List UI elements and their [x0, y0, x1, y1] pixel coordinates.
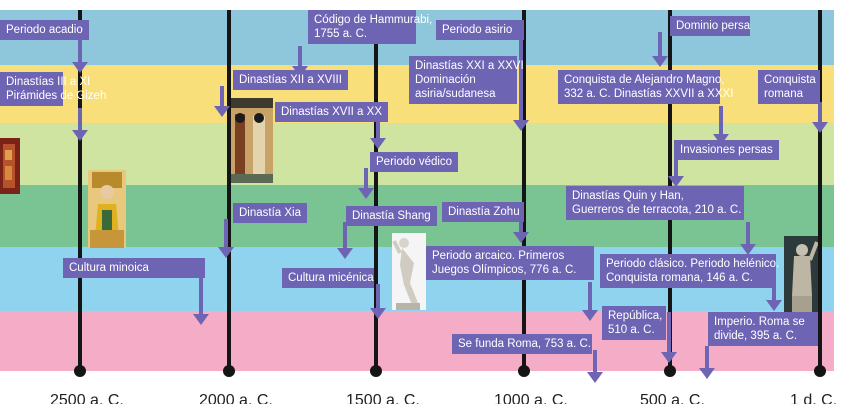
- event-label-periodo-asirio: Periodo asirio: [436, 20, 524, 40]
- band-pink: [0, 311, 834, 371]
- event-label-conquista-alejandro: Conquista de Alejandro Magno, 332 a. C. D…: [558, 70, 734, 104]
- event-label-line: Dominación: [415, 74, 476, 86]
- event-label-line: Periodo acadio: [6, 24, 83, 36]
- event-label-line: Cultura minoica: [69, 262, 149, 274]
- axis-line: [78, 10, 82, 372]
- event-label-cultura-micenica: Cultura micénica: [282, 268, 374, 288]
- event-label-line: Periodo clásico. Periodo helénico.: [606, 258, 780, 270]
- event-label-line: Dinastías III a XI: [6, 76, 91, 88]
- event-label-line: Conquista de Alejandro Magno,: [564, 74, 725, 86]
- event-label-line: divide, 395 a. C.: [714, 330, 798, 342]
- event-label-line: Dinastía Zohu: [448, 206, 520, 218]
- event-label-dinastia-xia: Dinastía Xia: [233, 203, 308, 223]
- axis-tick-label: 1500 a. C.: [346, 392, 420, 404]
- axis-line: [522, 10, 526, 372]
- axis-tick-label: 500 a. C.: [640, 392, 705, 404]
- axis-dot: [223, 365, 235, 377]
- axis-dot: [74, 365, 86, 377]
- axis-line: [227, 10, 231, 372]
- event-label-line: Periodo asirio: [442, 24, 513, 36]
- event-label-line: Periodo védico: [376, 156, 453, 168]
- event-label-line: Invasiones persas: [680, 144, 773, 156]
- event-label-dinastia-shang: Dinastía Shang: [346, 206, 437, 226]
- event-label-line: República,: [608, 310, 663, 322]
- event-label-line: Cultura micénica: [288, 272, 374, 284]
- event-label-line: Dinastías XVII a XX: [281, 106, 382, 118]
- event-label-line: Conquista: [764, 74, 816, 86]
- event-label-imperio-roma: Imperio. Roma se divide, 395 a. C.: [708, 312, 818, 346]
- event-label-line: Dominio persa: [676, 20, 751, 32]
- axis-line: [818, 10, 822, 372]
- event-label-line: Dinastías Quin y Han,: [572, 190, 684, 202]
- event-label-line: 332 a. C. Dinastías XXVII a XXXI: [564, 88, 734, 100]
- augustus-statue-icon: [784, 236, 820, 312]
- axis-tick-label: 1000 a. C.: [494, 392, 568, 404]
- egyptian-mural-icon: [229, 98, 273, 183]
- event-label-line: asiria/sudanesa: [415, 88, 496, 100]
- axis-line: [374, 10, 378, 372]
- event-label-republica: República, 510 a. C.: [602, 306, 666, 340]
- mesopotamian-art-icon: [0, 138, 20, 194]
- axis-tick-label: 1 d. C.: [790, 392, 838, 404]
- event-label-line: 1755 a. C.: [314, 28, 368, 40]
- event-label-line: Dinastía Xia: [239, 207, 302, 219]
- event-label-line: Dinastías XII a XVIII: [239, 74, 342, 86]
- event-label-line: Periodo arcaico. Primeros: [432, 250, 565, 262]
- axis-dot: [370, 365, 382, 377]
- axis-dot: [518, 365, 530, 377]
- event-label-codigo-hammurabi: Código de Hammurabi, 1755 a. C.: [308, 10, 433, 44]
- event-label-dinastias-iii-xi: Dinastías III a XI Pirámides de Gizeh: [0, 72, 107, 106]
- event-label-line: Dinastías XXI a XXVI: [415, 60, 524, 72]
- event-label-line: Dinastía Shang: [352, 210, 431, 222]
- event-label-dinastias-xxi-xxvi: Dinastías XXI a XXVI Dominación asiria/sud…: [409, 56, 524, 104]
- event-label-line: 510 a. C.: [608, 324, 655, 336]
- discobolus-statue-icon: [392, 233, 426, 310]
- event-label-dominio-persa: Dominio persa: [670, 16, 750, 36]
- axis-tick-label: 2500 a. C.: [50, 392, 124, 404]
- event-label-line: Imperio. Roma se: [714, 316, 805, 328]
- event-label-line: Juegos Olímpicos, 776 a. C.: [432, 264, 577, 276]
- event-label-se-funda-roma: Se funda Roma, 753 a. C.: [452, 334, 592, 354]
- event-label-line: Se funda Roma, 753 a. C.: [458, 338, 591, 350]
- event-label-line: Conquista romana, 146 a. C.: [606, 272, 754, 284]
- event-label-dinastias-quin-han: Dinastías Quin y Han, Guerreros de terrac…: [566, 186, 744, 220]
- event-label-periodo-acadio: Periodo acadio: [0, 20, 89, 40]
- event-label-conquista-romana: Conquista romana: [758, 70, 820, 104]
- event-label-periodo-clasico: Periodo clásico. Periodo helénico. Conqui…: [600, 254, 780, 288]
- axis-tick-label: 2000 a. C.: [199, 392, 273, 404]
- chinese-emperor-icon: [88, 170, 126, 248]
- event-label-invasiones-persas: Invasiones persas: [674, 140, 779, 160]
- axis-dot: [664, 365, 676, 377]
- axis-dot: [814, 365, 826, 377]
- event-label-line: Código de Hammurabi,: [314, 14, 433, 26]
- event-label-line: romana: [764, 88, 803, 100]
- event-label-dinastias-xii-xviii: Dinastías XII a XVIII: [233, 70, 348, 90]
- event-label-cultura-minoica: Cultura minoica: [63, 258, 205, 278]
- event-label-periodo-vedico: Periodo védico: [370, 152, 459, 172]
- event-label-line: Guerreros de terracota, 210 a. C.: [572, 204, 742, 216]
- event-label-dinastia-zohu: Dinastía Zohu: [442, 202, 524, 222]
- event-label-dinastias-xvii-xx: Dinastías XVII a XX: [275, 102, 388, 122]
- event-label-line: Pirámides de Gizeh: [6, 90, 107, 102]
